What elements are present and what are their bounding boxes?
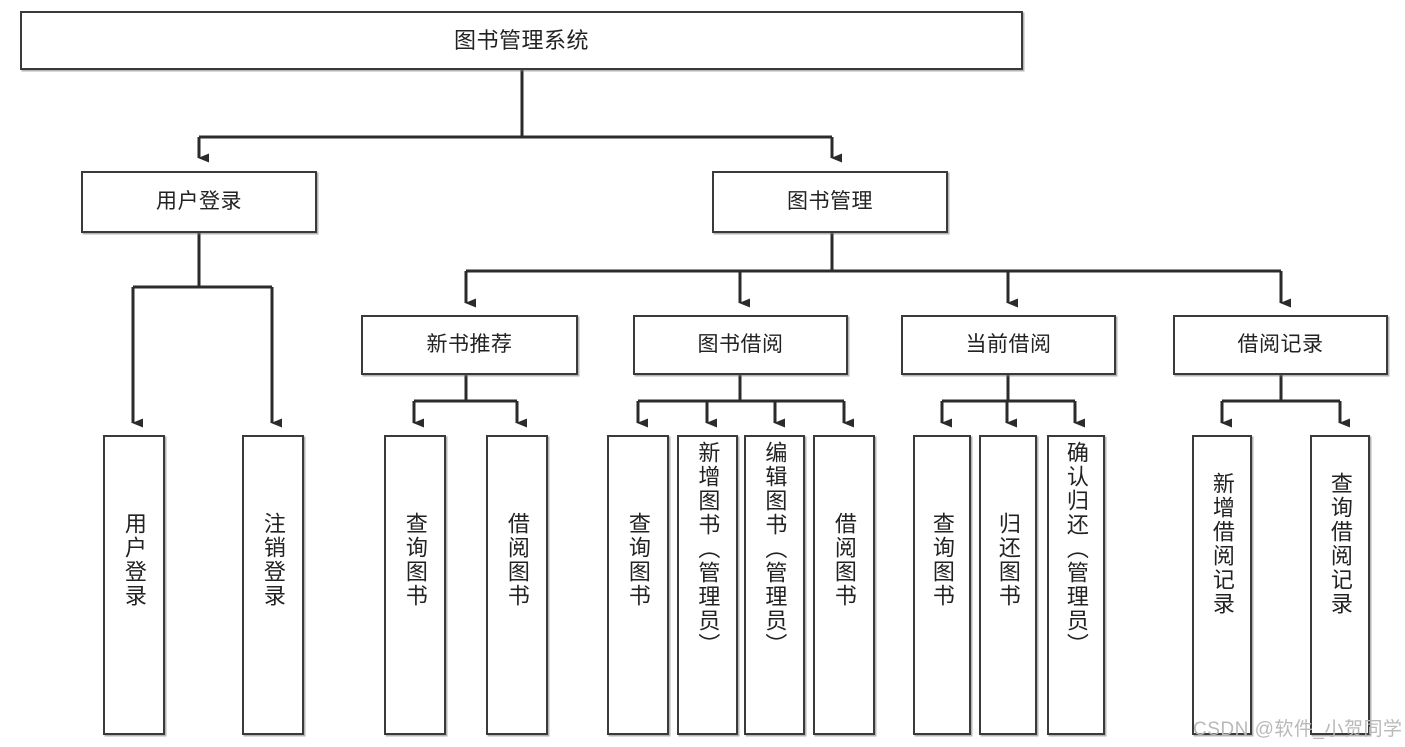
leaf-book-borrow-add-book-admin[interactable]: 新增图书（管理员）	[677, 435, 738, 735]
leaf-current-borrow-confirm-return-admin[interactable]: 确认归还（管理员）	[1047, 435, 1105, 735]
node-user-login[interactable]: 用户登录	[81, 171, 317, 233]
node-borrowing-record[interactable]: 借阅记录	[1173, 315, 1388, 375]
node-label: 编辑图书（管理员）	[762, 441, 788, 657]
leaf-user-login-signout[interactable]: 注销登录	[242, 435, 304, 735]
node-label: 图书借阅	[697, 332, 784, 356]
node-root-book-management-system[interactable]: 图书管理系统	[20, 11, 1023, 70]
leaf-book-borrow-query-books[interactable]: 查询图书	[607, 435, 669, 735]
leaf-borrow-record-add-record[interactable]: 新增借阅记录	[1192, 435, 1252, 735]
leaf-new-book-query-books[interactable]: 查询图书	[384, 435, 446, 735]
node-label: 借阅图书	[831, 512, 857, 608]
leaf-book-borrow-edit-book-admin[interactable]: 编辑图书（管理员）	[744, 435, 805, 735]
node-label: 借阅图书	[504, 512, 530, 608]
node-label: 借阅记录	[1237, 332, 1324, 356]
node-label: 注销登录	[260, 512, 286, 608]
node-label: 新书推荐	[426, 332, 513, 356]
leaf-book-borrow-borrow-books[interactable]: 借阅图书	[813, 435, 875, 735]
node-label: 用户登录	[121, 512, 147, 608]
node-label: 查询借阅记录	[1327, 472, 1353, 616]
node-book-management[interactable]: 图书管理	[712, 171, 948, 233]
node-label: 当前借阅	[965, 332, 1052, 356]
node-label: 归还图书	[995, 512, 1021, 608]
csdn-watermark: CSDN @软件_小贺同学	[1193, 719, 1403, 740]
node-current-borrowing[interactable]: 当前借阅	[901, 315, 1116, 375]
node-label: 图书管理	[787, 189, 873, 213]
node-label: 查询图书	[402, 512, 428, 608]
node-new-book-recommendation[interactable]: 新书推荐	[361, 315, 578, 375]
node-label: 新增图书（管理员）	[695, 441, 721, 657]
node-label: 确认归还（管理员）	[1063, 441, 1089, 657]
node-label: 图书管理系统	[453, 27, 589, 53]
leaf-new-book-borrow-books[interactable]: 借阅图书	[486, 435, 548, 735]
node-label: 新增借阅记录	[1209, 472, 1235, 616]
node-book-borrowing[interactable]: 图书借阅	[633, 315, 848, 375]
node-label: 查询图书	[929, 512, 955, 608]
leaf-current-borrow-return-books[interactable]: 归还图书	[979, 435, 1037, 735]
leaf-user-login-signin[interactable]: 用户登录	[103, 435, 165, 735]
node-label: 用户登录	[156, 189, 242, 213]
node-label: 查询图书	[625, 512, 651, 608]
leaf-borrow-record-query-record[interactable]: 查询借阅记录	[1310, 435, 1370, 735]
leaf-current-borrow-query-books[interactable]: 查询图书	[913, 435, 971, 735]
